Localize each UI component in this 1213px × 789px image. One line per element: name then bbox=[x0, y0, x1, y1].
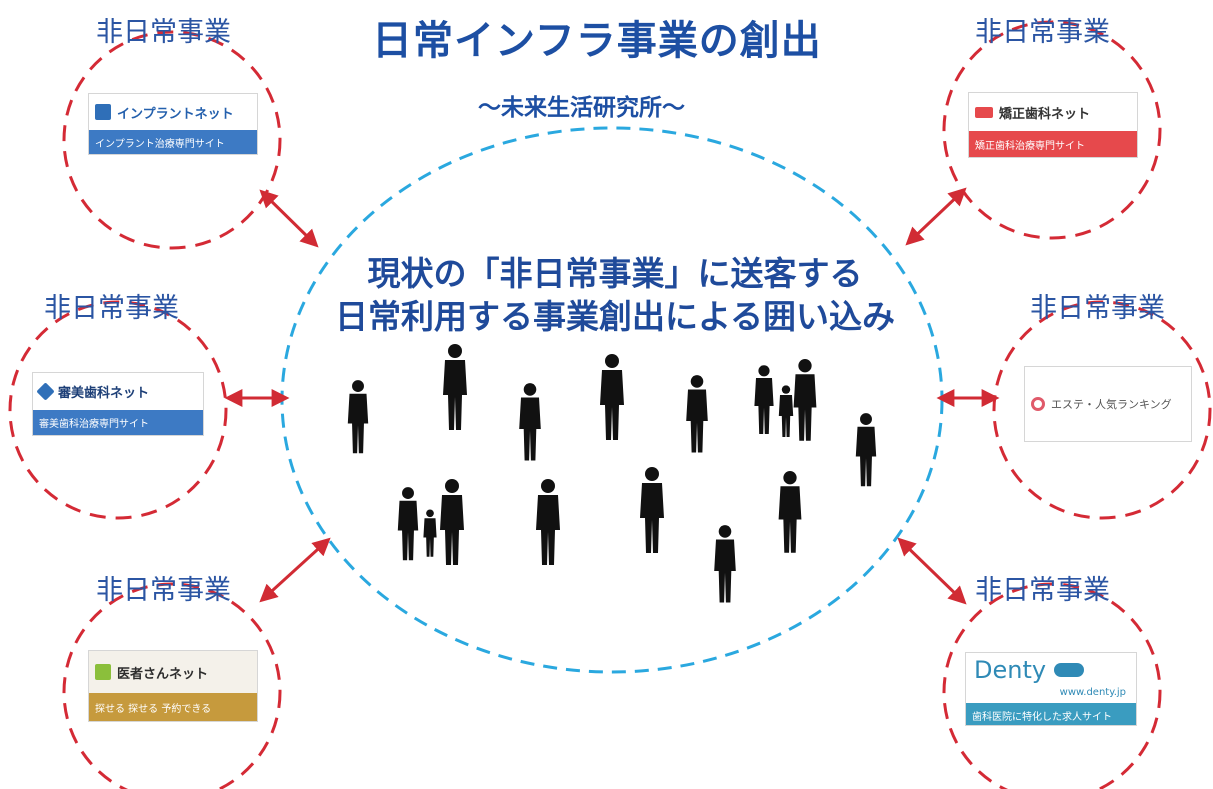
arrow-top-left bbox=[259, 189, 319, 248]
category-label-top-left: 非日常事業 bbox=[96, 17, 231, 48]
logo-name: 医者さんネット bbox=[117, 666, 209, 682]
logo-implant-net[interactable]: インプラントネット インプラント治療専門サイト bbox=[88, 93, 258, 155]
tooth-icon bbox=[95, 104, 111, 120]
person-silhouette-icon bbox=[778, 385, 794, 437]
category-label-middle-right: 非日常事業 bbox=[1030, 293, 1165, 324]
badge-icon bbox=[1054, 663, 1085, 677]
person-silhouette-icon bbox=[754, 365, 774, 434]
person-silhouette-icon bbox=[640, 467, 664, 553]
people-group bbox=[347, 344, 877, 603]
logo-tagline: 審美歯科治療専門サイト bbox=[33, 410, 203, 435]
logo-shinbi-shika-net[interactable]: 審美歯科ネット 審美歯科治療専門サイト bbox=[32, 372, 204, 436]
arrow-bottom-right bbox=[897, 537, 967, 605]
arrow-bottom-left bbox=[259, 537, 331, 603]
person-silhouette-icon bbox=[686, 375, 708, 453]
logo-tagline: 矯正歯科治療専門サイト bbox=[969, 131, 1137, 157]
category-label-top-right: 非日常事業 bbox=[975, 17, 1110, 48]
logo-name: 矯正歯科ネット bbox=[999, 106, 1091, 122]
satellite-circle-middle-left bbox=[8, 300, 228, 520]
person-silhouette-icon bbox=[600, 354, 624, 440]
person-silhouette-icon bbox=[519, 383, 541, 461]
logo-tagline: インプラント治療専門サイト bbox=[89, 130, 257, 154]
logo-name: Denty bbox=[974, 656, 1047, 684]
logo-name: エステ・人気ランキング bbox=[1051, 398, 1172, 411]
satellite-circle-bottom-left bbox=[62, 582, 282, 789]
satellite-circle-top-right bbox=[942, 20, 1162, 240]
arrow-top-right bbox=[905, 187, 967, 246]
satellite-circle-top-left bbox=[62, 30, 282, 250]
person-silhouette-icon bbox=[778, 471, 802, 553]
category-label-bottom-right: 非日常事業 bbox=[975, 575, 1110, 606]
person-silhouette-icon bbox=[714, 525, 736, 603]
tooth-icon bbox=[95, 664, 111, 680]
satellite-circle-middle-right bbox=[992, 300, 1212, 520]
person-silhouette-icon bbox=[536, 479, 560, 565]
logo-name: インプラントネット bbox=[117, 106, 234, 122]
logo-denty[interactable]: Denty www.denty.jp 歯科医院に特化した求人サイト bbox=[965, 652, 1137, 726]
diamond-icon bbox=[36, 382, 55, 401]
category-label-middle-left: 非日常事業 bbox=[44, 293, 179, 324]
person-silhouette-icon bbox=[443, 344, 467, 430]
person-silhouette-icon bbox=[440, 479, 464, 565]
person-silhouette-icon bbox=[397, 487, 419, 561]
logo-haisha-san-net[interactable]: 医者さんネット 探せる 探せる 予約できる bbox=[88, 650, 258, 722]
satellite-circle-bottom-right bbox=[942, 582, 1162, 789]
headline-line-2: 日常利用する事業創出による囲い込み bbox=[334, 297, 895, 336]
logo-esthe-ranking[interactable]: エステ・人気ランキング bbox=[1024, 366, 1192, 442]
category-label-bottom-left: 非日常事業 bbox=[96, 575, 231, 606]
circle-icon bbox=[1031, 397, 1045, 411]
person-silhouette-icon bbox=[423, 509, 437, 557]
page-subtitle: 〜未来生活研究所〜 bbox=[478, 95, 685, 121]
person-silhouette-icon bbox=[347, 380, 369, 454]
logo-url: www.denty.jp bbox=[1059, 687, 1126, 698]
logo-name: 審美歯科ネット bbox=[58, 386, 150, 402]
logo-tagline: 歯科医院に特化した求人サイト bbox=[966, 703, 1136, 725]
page-title: 日常インフラ事業の創出 bbox=[372, 18, 822, 64]
person-silhouette-icon bbox=[793, 359, 817, 441]
square-icon bbox=[975, 106, 993, 118]
logo-tagline: 探せる 探せる 予約できる bbox=[89, 693, 257, 721]
person-silhouette-icon bbox=[855, 413, 877, 487]
logo-kyousei-shika-net[interactable]: 矯正歯科ネット 矯正歯科治療専門サイト bbox=[968, 92, 1138, 158]
headline-line-1: 現状の「非日常事業」に送客する bbox=[367, 254, 863, 293]
